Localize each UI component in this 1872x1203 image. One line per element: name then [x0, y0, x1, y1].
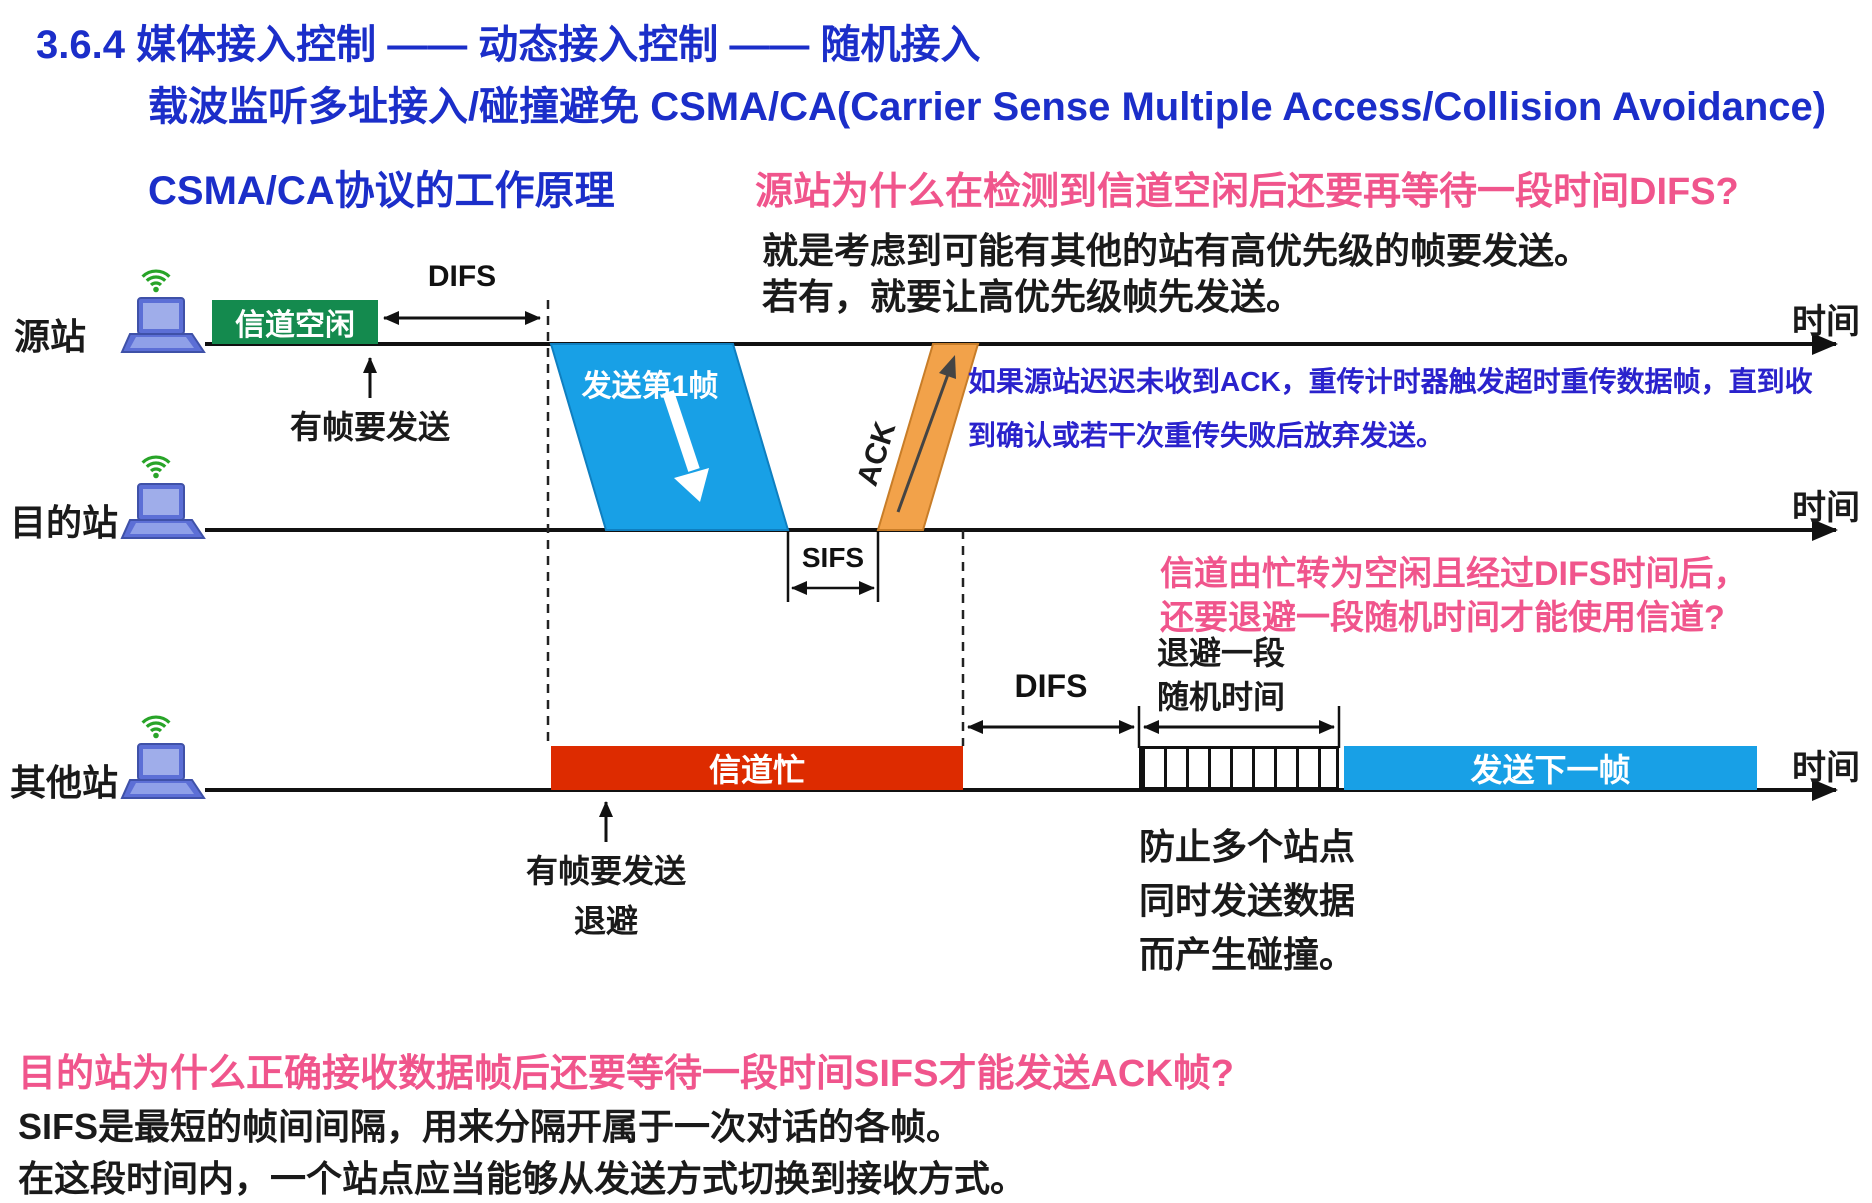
time-label-source: 时间 [1792, 303, 1860, 341]
backoff-word-label: 退避 [573, 903, 638, 939]
ack-direction-arrowhead [939, 355, 956, 379]
question-difs: 源站为什么在检测到信道空闲后还要再等待一段时间DIFS? [755, 171, 1739, 213]
send-next-frame-label: 发送下一帧 [1470, 752, 1631, 788]
channel-idle-label: 信道空闲 [235, 309, 355, 342]
collision-note-2: 同时发送数据 [1139, 880, 1356, 921]
frame1-label: 发送第1帧 [581, 370, 719, 403]
ack-parallelogram [876, 343, 980, 531]
backoff-label-line2: 随机时间 [1157, 679, 1286, 715]
channel-busy-label: 信道忙 [708, 752, 805, 788]
heading-line3: CSMA/CA协议的工作原理 [148, 169, 615, 213]
send-next-frame-box: 发送下一帧 [1344, 746, 1757, 790]
question-backoff-2: 还要退避一段随机时间才能使用信道? [1160, 599, 1725, 637]
station-label-destination: 目的站 [10, 502, 119, 543]
backoff-label-line1: 退避一段 [1157, 635, 1286, 671]
answer-difs-1: 就是考虑到可能有其他的站有高优先级的帧要发送。 [762, 230, 1591, 271]
has-frame-other-label: 有帧要发送 [525, 853, 686, 889]
channel-idle-box: 信道空闲 [212, 300, 378, 344]
laptop-icon-others [120, 715, 206, 800]
answer-sifs-1: SIFS是最短的帧间间隔，用来分隔开属于一次对话的各帧。 [18, 1106, 963, 1147]
has-frame-source-label: 有帧要发送 [289, 409, 450, 445]
station-label-others: 其他站 [10, 762, 119, 803]
backoff-slots-box [1139, 746, 1339, 790]
heading-line2: 载波监听多址接入/碰撞避免 CSMA/CA(Carrier Sense Mult… [148, 85, 1827, 129]
laptop-icon-source [120, 269, 206, 354]
frame1-direction-arrowhead [674, 468, 709, 502]
time-label-others: 时间 [1792, 749, 1860, 787]
question-sifs: 目的站为什么正确接收数据帧后还要等待一段时间SIFS才能发送ACK帧? [18, 1053, 1235, 1095]
ack-retry-note-2: 到确认或若干次重传失败后放弃发送。 [968, 420, 1445, 451]
heading-line1: 3.6.4 媒体接入控制 —— 动态接入控制 —— 随机接入 [36, 23, 981, 67]
question-backoff-1: 信道由忙转为空闲且经过DIFS时间后， [1160, 555, 1748, 593]
answer-difs-2: 若有，就要让高优先级帧先发送。 [762, 276, 1303, 317]
ack-retry-note-1: 如果源站迟迟未收到ACK，重传计时器触发超时重传数据帧，直到收 [968, 366, 1813, 397]
frame1-direction-arrow [662, 390, 700, 472]
sifs-label: SIFS [801, 542, 865, 573]
difs2-label: DIFS [1014, 668, 1088, 704]
station-label-source: 源站 [14, 316, 87, 357]
collision-note-3: 而产生碰撞。 [1139, 934, 1356, 975]
frame1-parallelogram [549, 343, 790, 531]
laptop-icon-destination [120, 455, 206, 540]
collision-note-1: 防止多个站点 [1139, 826, 1356, 867]
ack-direction-arrow [896, 365, 953, 513]
answer-sifs-2: 在这段时间内，一个站点应当能够从发送方式切换到接收方式。 [18, 1158, 1027, 1199]
difs1-label: DIFS [427, 260, 497, 293]
channel-busy-box: 信道忙 [551, 746, 963, 790]
time-label-destination: 时间 [1792, 489, 1860, 527]
